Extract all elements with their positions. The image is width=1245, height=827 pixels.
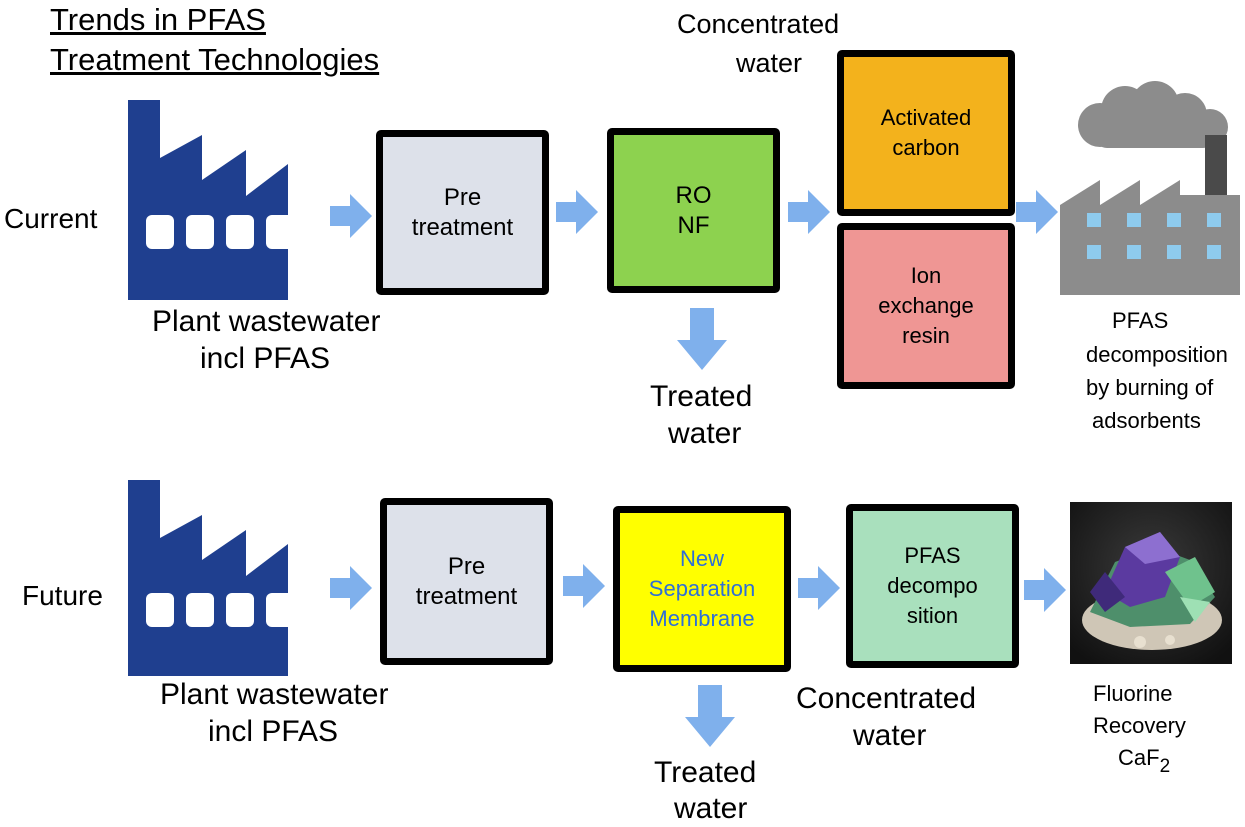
future-outcome-line-2: Recovery [1093,713,1186,738]
future-outcome-line-1: Fluorine [1093,681,1173,706]
flow-arrow-4-future [1024,568,1066,612]
current-source-label-line-2: incl PFAS [200,342,331,375]
current-concentrated-water-line-2: water [736,48,803,78]
incinerator-icon [1060,81,1240,295]
current-concentrated-water-line-1: Concentrated [677,9,840,39]
pfas-decomposition-box: PFAS decompo sition [846,504,1019,668]
future-concentrated-water-line-2: water [853,719,927,752]
current-source-label-line-1: Plant wastewater [152,305,381,338]
new-separation-membrane-box: New Separation Membrane [613,506,791,672]
ion-exchange-resin-box: Ion exchange resin [837,223,1015,389]
flow-arrow-1-current [330,194,372,238]
formula-subscript: 2 [1159,756,1171,777]
fluorite-crystal-image [1070,502,1232,664]
pretreatment-box-current: Pre treatment [376,130,549,295]
current-outcome-line-3: by burning of [1086,375,1214,400]
current-treated-water-line-2: water [668,417,742,450]
formula-base: CaF [1118,745,1160,770]
title-line-1: Trends in PFAS [50,2,266,37]
current-row-label: Current [4,203,98,234]
flow-arrow-2-future [563,564,605,608]
future-treated-water-line-1: Treated [654,756,757,789]
future-source-label-line-2: incl PFAS [208,715,339,748]
future-outcome-formula: CaF2 [1118,742,1171,777]
factory-icon-future [128,480,294,676]
factory-icon-current [128,100,294,300]
current-outcome-line-1: PFAS [1112,308,1169,333]
down-arrow-current [677,308,727,370]
flow-arrow-3-current [788,190,830,234]
pretreatment-box-future: Pre treatment [380,498,553,665]
current-outcome-line-4: adsorbents [1092,408,1201,433]
flow-arrow-1-future [330,566,372,610]
future-treated-water-line-2: water [674,792,748,825]
current-outcome-line-2: decomposition [1086,342,1228,367]
future-row-label: Future [22,580,103,611]
flow-arrow-4-current [1016,190,1058,234]
down-arrow-future [685,685,735,747]
current-treated-water-line-1: Treated [650,380,753,413]
activated-carbon-box: Activated carbon [837,50,1015,216]
future-concentrated-water-line-1: Concentrated [796,682,977,715]
future-source-label-line-1: Plant wastewater [160,678,389,711]
ro-nf-box: RO NF [607,128,780,293]
flow-arrow-2-current [556,190,598,234]
title-line-2: Treatment Technologies [50,42,380,77]
flow-arrow-3-future [798,566,840,610]
